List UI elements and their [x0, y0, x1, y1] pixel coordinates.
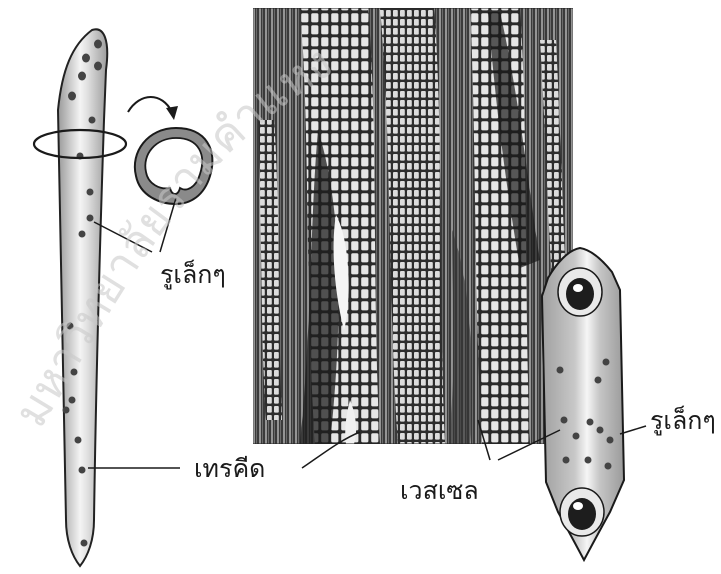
tracheid-cross-section — [135, 128, 213, 204]
wood-micrograph — [253, 8, 573, 444]
pits-label-vessel: รูเล็กๆ — [650, 408, 716, 433]
vessel-label: เวสเซล — [400, 478, 479, 503]
arrow-icon — [128, 97, 178, 120]
tracheid-label: เทรคีด — [194, 456, 265, 481]
vessel-element — [542, 248, 624, 560]
pits-label-tracheid: รูเล็กๆ — [160, 262, 226, 287]
tracheid-pit-leaders — [94, 198, 176, 252]
tracheid-cell — [34, 29, 126, 566]
